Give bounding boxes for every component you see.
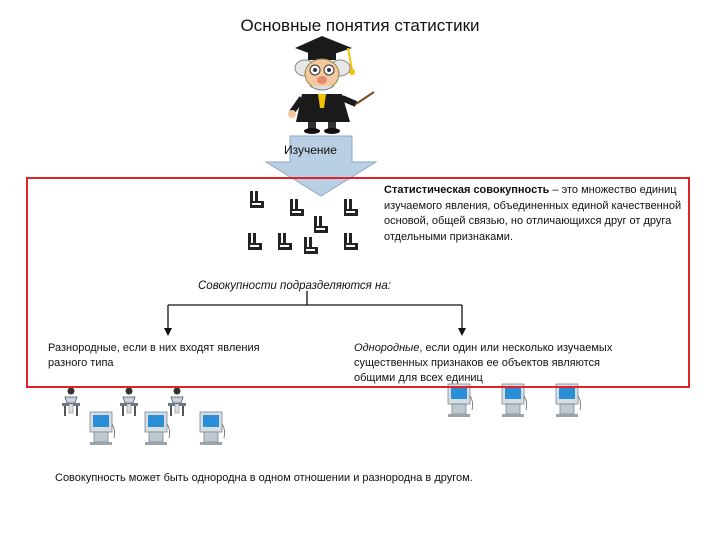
highlight-frame <box>26 177 690 388</box>
homogeneous-icons <box>447 383 582 418</box>
definition-text: Статистическая совокупность – это множес… <box>384 183 696 245</box>
homogeneous-body: , если один или несколько изучаемых суще… <box>354 342 613 384</box>
tree-connector <box>167 291 463 330</box>
definition-term: Статистическая совокупность <box>384 184 550 196</box>
homogeneous-text: Однородные, если один или несколько изуч… <box>354 341 624 386</box>
homogeneous-term: Однородные <box>354 342 420 354</box>
page-title: Основные понятия статистики <box>240 16 480 35</box>
footer-note: Совокупность может быть однородна в одно… <box>55 472 473 484</box>
professor-icon <box>288 36 375 134</box>
arrow-label: Изучение <box>284 143 337 157</box>
heterogeneous-text: Разнородные, если в них входят явления р… <box>48 342 260 369</box>
heterogeneous-icons <box>61 387 226 446</box>
study-arrow <box>264 135 378 197</box>
subdivision-label: Совокупности подразделяются на: <box>198 280 391 292</box>
definition-body: – это множество единиц изучаемого явлени… <box>384 184 682 243</box>
